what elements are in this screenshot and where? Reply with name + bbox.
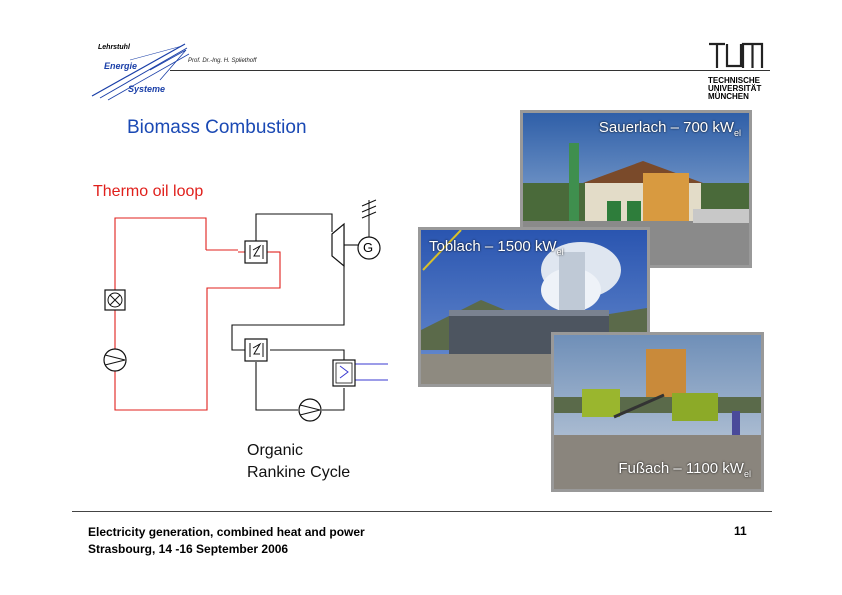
cooling-water (354, 363, 388, 381)
footer-rule (72, 511, 772, 512)
photo-fussach: Fußach – 1100 kWel (551, 332, 764, 492)
footer-text: Electricity generation, combined heat an… (88, 524, 365, 558)
professor-name: Prof. Dr.-Ing. H. Spliethoff (188, 58, 257, 64)
generator-icon (357, 199, 381, 260)
slide-title: Biomass Combustion (127, 117, 307, 138)
generator-label: G (363, 240, 374, 255)
orc-label: Organic Rankine Cycle (247, 440, 350, 484)
furnace-icon (104, 289, 126, 311)
tum-logo: TECHNISCHE UNIVERSITÄT MÜNCHEN (708, 42, 768, 106)
caption-fussach-name: Fußach – 1100 kW (618, 460, 744, 477)
logo-systeme: Systeme (128, 84, 166, 94)
footer-line1: Electricity generation, combined heat an… (88, 525, 365, 539)
condenser-icon (332, 359, 356, 387)
caption-sauerlach-sub: el (733, 128, 741, 138)
orc-label-line1: Organic (247, 442, 304, 459)
caption-toblach-sub: el (556, 247, 564, 257)
caption-fussach: Fußach – 1100 kWel (618, 460, 751, 479)
turbine-icon (331, 222, 358, 268)
tum-line-1: TECHNISCHE (708, 76, 761, 85)
lehrstuhl-logo: Lehrstuhl Energie Systeme (90, 40, 190, 102)
tum-mark-icon (709, 42, 764, 68)
tum-line-3: MÜNCHEN (708, 92, 749, 101)
thermo-oil-label: Thermo oil loop (93, 183, 204, 200)
orc-pump-icon (298, 398, 322, 422)
footer-line2: Strasbourg, 14 -16 September 2006 (88, 542, 289, 556)
caption-toblach: Toblach – 1500 kWel (429, 238, 564, 257)
caption-sauerlach: Sauerlach – 700 kWel (599, 119, 741, 138)
header-rule (170, 70, 770, 71)
logo-lehrstuhl: Lehrstuhl (98, 44, 130, 51)
heat-exchanger-icon (244, 338, 268, 362)
oil-pump-icon (103, 348, 127, 372)
thermo-oil-loop (114, 217, 281, 411)
page-number: 11 (734, 524, 747, 538)
heat-exchanger-icon (244, 240, 268, 264)
caption-fussach-sub: el (743, 469, 751, 479)
logo-energie: Energie (104, 61, 138, 71)
caption-sauerlach-name: Sauerlach – 700 kW (598, 119, 734, 136)
caption-toblach-name: Toblach – 1500 kW (429, 238, 557, 255)
orc-label-line2: Rankine Cycle (247, 464, 351, 481)
tum-line-2: UNIVERSITÄT (708, 84, 762, 93)
